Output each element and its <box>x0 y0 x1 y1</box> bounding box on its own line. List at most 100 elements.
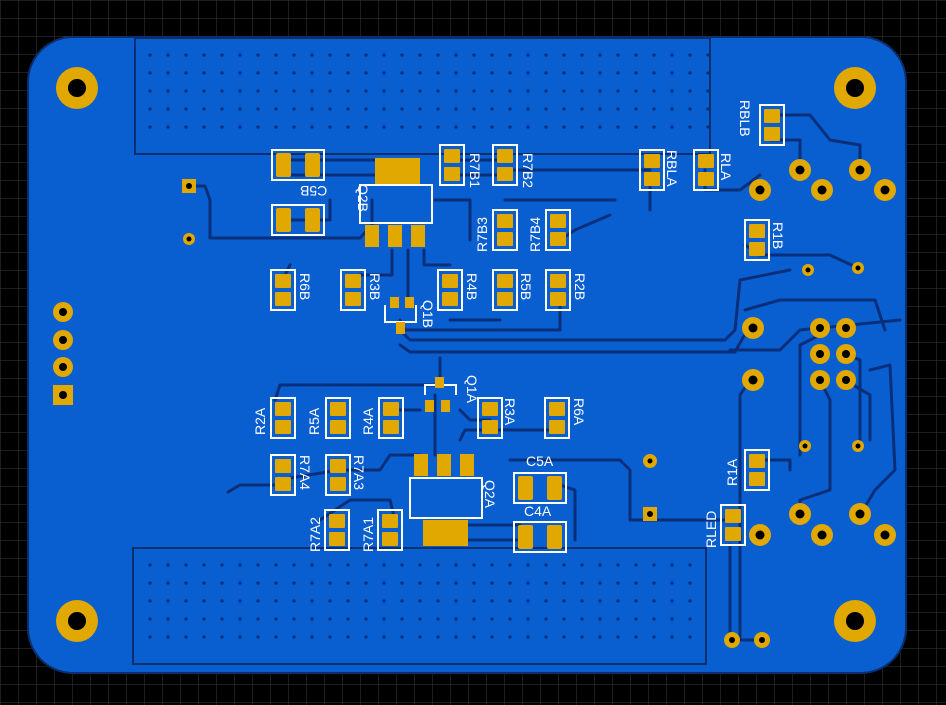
smd-part[interactable] <box>377 509 403 551</box>
vias[interactable] <box>182 179 864 521</box>
smd-part[interactable] <box>270 454 296 496</box>
smd-pad[interactable] <box>547 525 562 549</box>
smd-pad[interactable] <box>276 208 291 232</box>
smd-part[interactable] <box>513 521 567 553</box>
top-copper-pour[interactable] <box>134 37 711 155</box>
q1a-transistor[interactable] <box>424 377 457 412</box>
smd-part[interactable] <box>325 397 351 439</box>
smd-part[interactable] <box>492 209 518 251</box>
smd-pad[interactable] <box>644 172 660 186</box>
smd-part[interactable] <box>271 204 325 236</box>
smd-pad[interactable] <box>329 514 345 528</box>
smd-pad[interactable] <box>275 402 291 416</box>
smd-part[interactable] <box>492 269 518 311</box>
smd-pad[interactable] <box>345 274 361 288</box>
smd-pad[interactable] <box>698 172 714 186</box>
smd-part[interactable] <box>544 397 570 439</box>
smd-pad[interactable] <box>764 109 780 123</box>
smd-part[interactable] <box>270 397 296 439</box>
smd-pad[interactable] <box>749 472 765 486</box>
smd-pad[interactable] <box>275 477 291 491</box>
smd-pad[interactable] <box>330 459 346 473</box>
q2b-transistor[interactable] <box>359 158 433 247</box>
smd-pad[interactable] <box>444 167 460 181</box>
smd-pad[interactable] <box>725 527 741 541</box>
smd-part[interactable] <box>325 454 351 496</box>
q2a-transistor[interactable] <box>409 454 483 546</box>
smd-pad[interactable] <box>330 477 346 491</box>
smd-pad[interactable] <box>698 154 714 168</box>
label-r4a: R4A <box>360 407 376 435</box>
smd-pad[interactable] <box>482 420 498 434</box>
smd-pad[interactable] <box>330 420 346 434</box>
label-r7a3: R7A3 <box>351 455 367 490</box>
smd-pad[interactable] <box>725 509 741 523</box>
smd-pad[interactable] <box>275 292 291 306</box>
smd-pad[interactable] <box>497 214 513 228</box>
bottom-copper-pour[interactable] <box>132 547 707 665</box>
smd-pad[interactable] <box>547 476 562 500</box>
smd-part[interactable] <box>639 149 665 191</box>
smd-pad[interactable] <box>330 402 346 416</box>
smd-part[interactable] <box>693 149 719 191</box>
smd-pad[interactable] <box>276 153 291 177</box>
smd-pad[interactable] <box>518 476 533 500</box>
smd-part[interactable] <box>378 397 404 439</box>
smd-pad[interactable] <box>497 232 513 246</box>
smd-pad[interactable] <box>497 292 513 306</box>
label-r4b: R4B <box>464 273 480 300</box>
smd-pad[interactable] <box>550 214 566 228</box>
smd-part[interactable] <box>759 104 785 146</box>
smd-part[interactable] <box>340 269 366 311</box>
q1b-transistor[interactable] <box>384 297 417 334</box>
smd-part[interactable] <box>492 144 518 186</box>
smd-pad[interactable] <box>442 292 458 306</box>
smd-pad[interactable] <box>749 224 765 238</box>
smd-part[interactable] <box>437 269 463 311</box>
smd-pad[interactable] <box>550 274 566 288</box>
smd-part[interactable] <box>270 269 296 311</box>
smd-pad[interactable] <box>497 167 513 181</box>
smd-pad[interactable] <box>749 242 765 256</box>
label-r7b2: R7B2 <box>520 153 536 188</box>
smd-pad[interactable] <box>764 127 780 141</box>
left-pin-header[interactable] <box>53 302 73 405</box>
smd-pad[interactable] <box>497 149 513 163</box>
smd-part[interactable] <box>720 504 746 546</box>
smd-pad[interactable] <box>275 420 291 434</box>
smd-pad[interactable] <box>345 292 361 306</box>
smd-part[interactable] <box>545 209 571 251</box>
smd-pad[interactable] <box>275 459 291 473</box>
smd-pad[interactable] <box>482 402 498 416</box>
smd-pad[interactable] <box>549 402 565 416</box>
smd-pad[interactable] <box>497 274 513 288</box>
smd-components[interactable] <box>270 104 785 553</box>
smd-pad[interactable] <box>550 232 566 246</box>
smd-part[interactable] <box>545 269 571 311</box>
smd-pad[interactable] <box>383 420 399 434</box>
smd-pad[interactable] <box>749 454 765 468</box>
smd-part[interactable] <box>513 472 567 504</box>
smd-pad[interactable] <box>329 532 345 546</box>
smd-part[interactable] <box>324 509 350 551</box>
smd-pad[interactable] <box>305 153 320 177</box>
through-hole-pads[interactable] <box>724 159 896 648</box>
smd-pad[interactable] <box>550 292 566 306</box>
mounting-holes[interactable] <box>56 67 876 642</box>
smd-part[interactable] <box>744 449 770 491</box>
label-rbla: RBLA <box>664 150 680 187</box>
smd-part[interactable] <box>477 397 503 439</box>
smd-part[interactable] <box>271 149 325 181</box>
smd-part[interactable] <box>744 219 770 261</box>
smd-part[interactable] <box>439 144 465 186</box>
smd-pad[interactable] <box>383 402 399 416</box>
smd-pad[interactable] <box>518 525 533 549</box>
smd-pad[interactable] <box>305 208 320 232</box>
smd-pad[interactable] <box>382 532 398 546</box>
smd-pad[interactable] <box>275 274 291 288</box>
smd-pad[interactable] <box>442 274 458 288</box>
smd-pad[interactable] <box>644 154 660 168</box>
smd-pad[interactable] <box>382 514 398 528</box>
smd-pad[interactable] <box>444 149 460 163</box>
smd-pad[interactable] <box>549 420 565 434</box>
